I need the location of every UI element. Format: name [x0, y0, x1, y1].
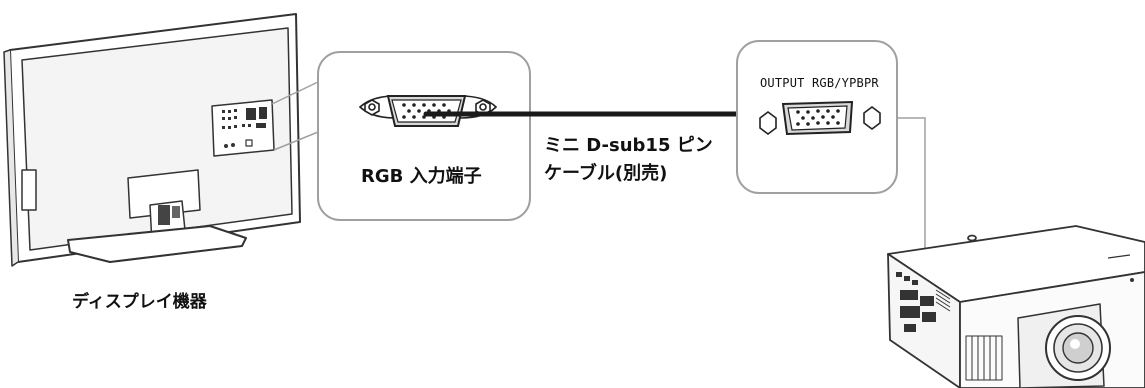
cable-label-line2: ケーブル(別売) — [544, 163, 668, 184]
rgb-input-callout — [317, 51, 531, 221]
display-device-label: ディスプレイ機器 — [72, 292, 207, 312]
projector-illustration — [887, 225, 1145, 388]
display-device-illustration — [3, 13, 319, 267]
rgb-input-label: RGB 入力端子 — [361, 166, 482, 187]
output-port-label: OUTPUT RGB/YPBPR — [760, 76, 879, 90]
cable-label-line1: ミニ D-sub15 ピン — [544, 135, 713, 156]
output-port-connector-icon — [759, 100, 881, 136]
